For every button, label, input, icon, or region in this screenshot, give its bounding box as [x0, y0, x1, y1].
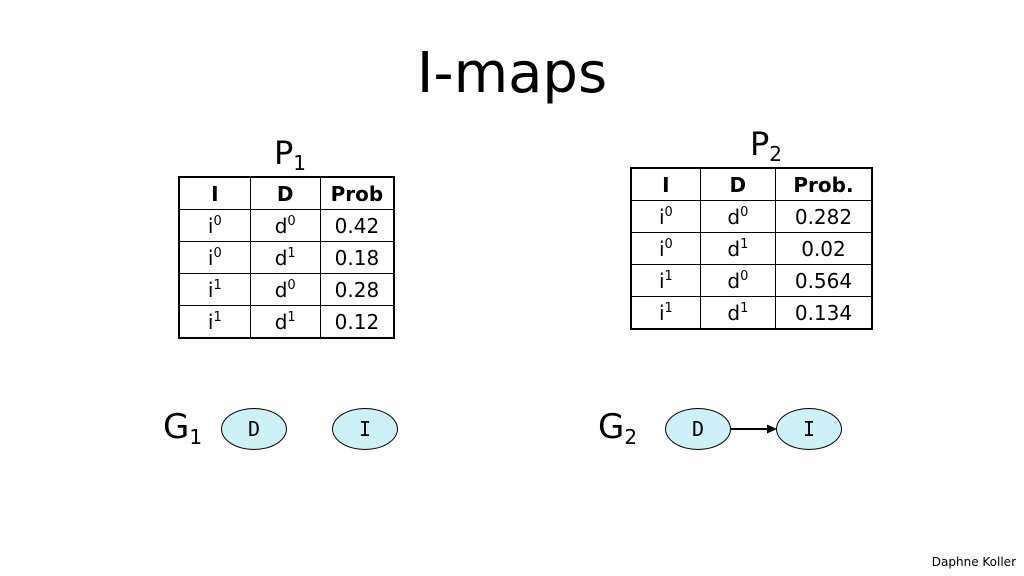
author-credit: Daphne Koller [931, 555, 1016, 569]
table-row: i0 d1 0.02 [630, 232, 873, 265]
cell-i: i0 [630, 200, 701, 233]
cell-prob: 0.282 [774, 200, 873, 233]
table-header-row: I D Prob. [630, 167, 873, 201]
cell-prob: 0.564 [774, 264, 873, 297]
distribution-label-p1-letter: P [274, 134, 294, 172]
distribution-table-p2: I D Prob. i0 d0 0.282 i0 d1 0.02 i1 d0 0… [630, 167, 873, 330]
cell-d: d1 [249, 305, 321, 339]
column-header: D [699, 167, 776, 201]
distribution-label-p2-subscript: 2 [769, 142, 783, 166]
column-header: D [249, 176, 321, 210]
cell-prob: 0.28 [319, 273, 395, 306]
table-row: i1 d0 0.564 [630, 264, 873, 297]
table-row: i0 d0 0.282 [630, 200, 873, 233]
distribution-table-p1: I D Prob i0 d0 0.42 i0 d1 0.18 i1 d0 0.2… [178, 176, 395, 339]
column-header: I [630, 167, 701, 201]
distribution-label-p1-subscript: 1 [293, 151, 307, 175]
cell-i: i1 [630, 296, 701, 330]
cell-prob: 0.134 [774, 296, 873, 330]
graph-node-i: I [776, 408, 842, 450]
graph-label-g2-letter: G [598, 407, 625, 447]
column-header: Prob [319, 176, 395, 210]
cell-d: d1 [249, 241, 321, 274]
table-row: i0 d1 0.18 [178, 241, 395, 274]
distribution-label-p2: P2 [750, 126, 782, 172]
arrowhead-icon [767, 424, 777, 434]
table-header-row: I D Prob [178, 176, 395, 210]
slide-title: I-maps [416, 41, 608, 106]
cell-i: i1 [630, 264, 701, 297]
graph-node-d: D [221, 408, 287, 450]
cell-i: i1 [178, 305, 251, 339]
distribution-label-p2-letter: P [750, 125, 770, 163]
cell-d: d1 [699, 296, 776, 330]
column-header: Prob. [774, 167, 873, 201]
graph-node-d: D [665, 408, 731, 450]
cell-prob: 0.18 [319, 241, 395, 274]
cell-d: d0 [699, 264, 776, 297]
table-row: i1 d1 0.12 [178, 305, 395, 339]
cell-prob: 0.12 [319, 305, 395, 339]
graph-label-g2-subscript: 2 [624, 425, 638, 449]
cell-d: d0 [249, 209, 321, 242]
cell-d: d0 [699, 200, 776, 233]
cell-i: i1 [178, 273, 251, 306]
cell-d: d1 [699, 232, 776, 265]
graph-label-g1-subscript: 1 [189, 425, 203, 449]
graph-label-g1: G1 [163, 409, 202, 455]
graph-label-g2: G2 [598, 409, 637, 455]
table-row: i1 d1 0.134 [630, 296, 873, 330]
table-row: i1 d0 0.28 [178, 273, 395, 306]
distribution-label-p1: P1 [274, 135, 306, 181]
graph-label-g1-letter: G [163, 407, 190, 447]
cell-d: d0 [249, 273, 321, 306]
graph-node-i: I [332, 408, 398, 450]
